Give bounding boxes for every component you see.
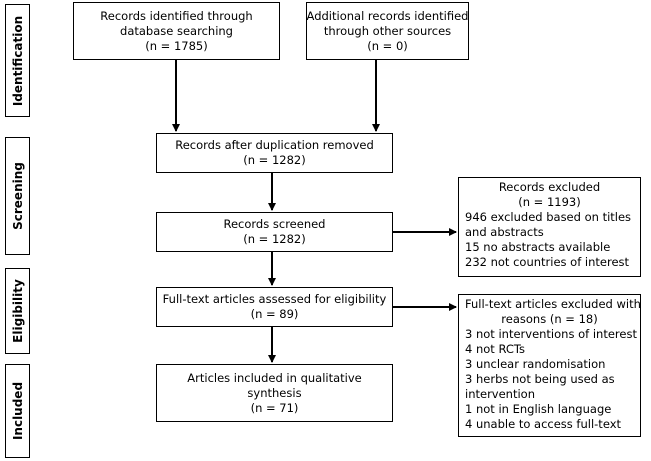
box-line: Records screened [223, 217, 326, 231]
box-line: Additional records identified [306, 8, 469, 23]
box-line: (n = 1785) [145, 38, 208, 53]
stage-included: Included [5, 364, 30, 458]
records-excluded-box: Records excluded (n = 1193) 946 excluded… [458, 177, 641, 277]
box-line: Articles included in qualitative [187, 370, 362, 385]
box-line: 1 not in English language [465, 402, 612, 416]
fulltext-excluded-box: Full-text articles excluded with reasons… [458, 294, 641, 437]
box-line: intervention [465, 387, 535, 401]
box-line: synthesis [247, 385, 302, 400]
dedup-records-box: Records after duplication removed (n = 1… [156, 133, 393, 173]
database-records-box: Records identified through database sear… [73, 2, 280, 60]
box-line: and abstracts [465, 225, 544, 239]
box-line: Records identified through [100, 8, 253, 23]
box-line: (n = 0) [367, 38, 408, 53]
box-line: Records excluded [498, 180, 601, 194]
box-line: (n = 89) [250, 307, 299, 321]
box-line: 4 not RCTs [465, 342, 526, 356]
fulltext-assessed-box: Full-text articles assessed for eligibil… [156, 287, 393, 327]
box-line: (n = 1282) [243, 232, 306, 246]
box-line: (n = 1282) [243, 153, 306, 167]
stage-screening: Screening [5, 137, 30, 255]
box-line: 3 herbs not being used as [465, 372, 615, 386]
stage-eligibility-label: Eligibility [10, 279, 25, 343]
stage-included-label: Included [10, 381, 25, 441]
box-line: Records after duplication removed [175, 138, 374, 152]
box-line: 3 not interventions of interest [465, 327, 637, 341]
box-line: database searching [120, 23, 233, 38]
box-line: (n = 1193) [518, 195, 581, 209]
box-line: 4 unable to access full-text [465, 417, 622, 431]
box-line: reasons (n = 18) [501, 312, 598, 326]
box-line: 15 no abstracts available [465, 240, 611, 254]
box-line: (n = 71) [250, 400, 299, 415]
box-line: Full-text articles excluded with [465, 297, 641, 311]
stage-identification-label: Identification [10, 15, 25, 106]
box-line: 946 excluded based on titles [465, 210, 632, 224]
included-box: Articles included in qualitative synthes… [156, 364, 393, 422]
box-line: 232 not countries of interest [465, 255, 630, 269]
stage-identification: Identification [5, 4, 30, 117]
other-sources-box: Additional records identified through ot… [306, 2, 469, 60]
box-line: through other sources [323, 23, 452, 38]
stage-screening-label: Screening [10, 162, 25, 230]
box-line: Full-text articles assessed for eligibil… [162, 292, 387, 306]
box-line: 3 unclear randomisation [465, 357, 606, 371]
records-screened-box: Records screened (n = 1282) [156, 212, 393, 252]
stage-eligibility: Eligibility [5, 268, 30, 354]
